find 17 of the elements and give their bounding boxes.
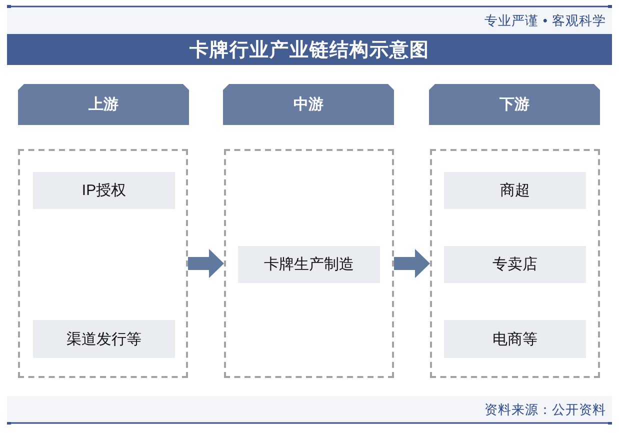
block-arrow xyxy=(394,249,430,278)
stage-box: 电商等 xyxy=(444,320,586,358)
dashed-group-box xyxy=(18,149,188,378)
column-header: 下游 xyxy=(429,84,600,125)
stage-box: 专卖店 xyxy=(444,246,586,283)
dashed-group-box xyxy=(224,149,394,378)
source-note: 资料来源：公开资料 xyxy=(484,401,606,419)
stage-box: 渠道发行等 xyxy=(33,320,175,358)
column-header: 上游 xyxy=(18,84,189,125)
stage-box: IP授权 xyxy=(33,172,175,209)
tagline: 专业严谨 • 客观科学 xyxy=(484,12,606,30)
column-header: 中游 xyxy=(223,84,394,125)
stage-box: 商超 xyxy=(444,172,586,209)
stage-box: 卡牌生产制造 xyxy=(238,246,380,283)
title-banner: 卡牌行业产业链结构示意图 xyxy=(7,34,612,65)
dashed-group-box xyxy=(430,149,600,378)
block-arrow xyxy=(188,249,224,278)
